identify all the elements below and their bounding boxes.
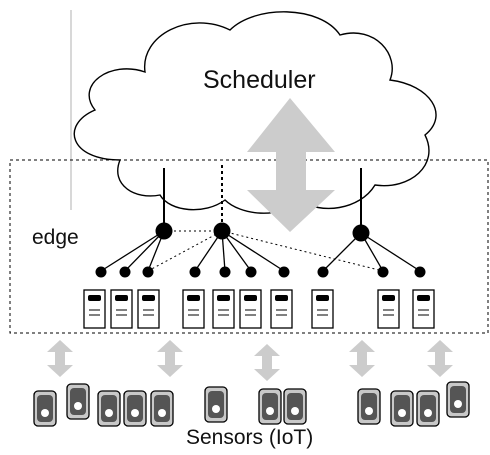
- scheduler-cloud: [73, 11, 437, 214]
- server-icon: [83, 289, 106, 329]
- server-icon: [137, 289, 160, 329]
- switch-node: [119, 266, 131, 278]
- sensors-label: Sensors (IoT): [186, 426, 314, 449]
- sensor-icon: [357, 388, 381, 425]
- dotted-link: [147, 230, 223, 272]
- dotted-link: [164, 231, 383, 271]
- sensor-icon: [446, 381, 470, 418]
- switch-node: [245, 266, 257, 278]
- scheduler-label: Scheduler: [203, 66, 316, 94]
- sensor-icon: [123, 390, 147, 427]
- servers: [83, 289, 435, 329]
- edge-node: [213, 222, 231, 240]
- sensor-icon: [150, 390, 174, 427]
- server-icon: [377, 289, 400, 329]
- edge-node: [155, 222, 173, 240]
- switch-node: [278, 266, 290, 278]
- edge-node: [352, 224, 370, 242]
- server-icon: [212, 289, 235, 329]
- sensor-double-arrow: [47, 340, 73, 377]
- sensors: [33, 381, 470, 427]
- edge-links: [100, 230, 421, 272]
- switch-node: [317, 266, 329, 278]
- sensor-icon: [283, 388, 307, 425]
- scheduler-double-arrow: [247, 98, 335, 232]
- sensor-arrows: [47, 340, 453, 381]
- sensor-icon: [258, 388, 282, 425]
- server-icon: [412, 289, 435, 329]
- sensor-double-arrow: [157, 340, 183, 377]
- server-icon: [270, 289, 293, 329]
- sensor-icon: [390, 390, 414, 427]
- switch-node: [377, 266, 389, 278]
- switch-node: [95, 266, 107, 278]
- edge-region-box: [9, 159, 489, 334]
- server-icon: [110, 289, 133, 329]
- switch-node: [414, 266, 426, 278]
- sensor-icon: [33, 390, 57, 427]
- sensor-icon: [66, 383, 90, 420]
- sensor-icon: [97, 390, 121, 427]
- sensor-double-arrow: [427, 340, 453, 377]
- server-icon: [182, 289, 205, 329]
- switch-node: [189, 266, 201, 278]
- switches: [95, 266, 426, 278]
- switch-node: [219, 266, 231, 278]
- server-icon: [239, 289, 262, 329]
- sensor-double-arrow: [254, 344, 280, 381]
- switch-node: [142, 266, 154, 278]
- server-icon: [311, 289, 334, 329]
- sensor-double-arrow: [349, 340, 375, 377]
- sensor-icon: [204, 386, 228, 423]
- edge-label: edge: [32, 226, 79, 249]
- sensor-icon: [416, 390, 440, 427]
